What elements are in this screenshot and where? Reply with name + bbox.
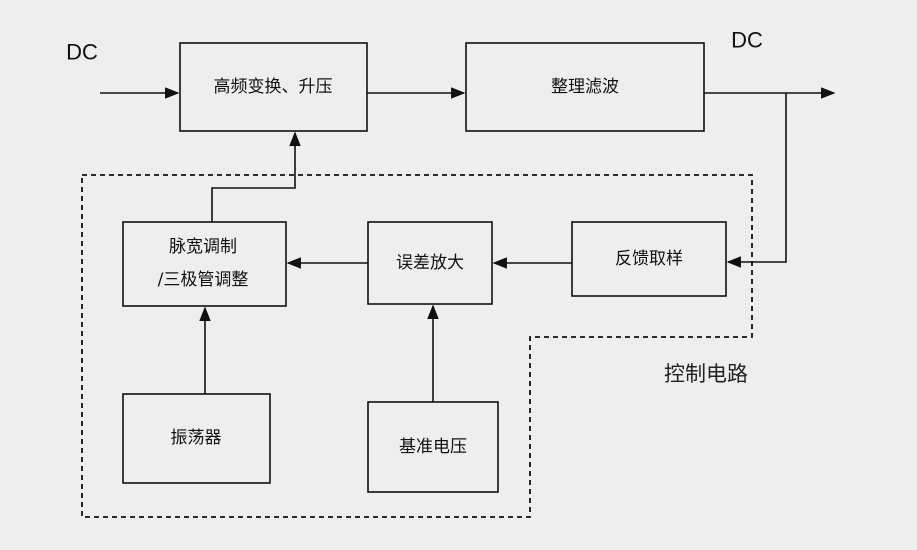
reference-label: 基准电压 [399, 437, 467, 457]
reference-block: 基准电压 [367, 401, 499, 493]
oscillator-label: 振荡器 [171, 428, 222, 448]
pwm-block: 脉宽调制 /三极管调整 [122, 221, 287, 307]
rectify-filter-label: 整理滤波 [551, 77, 619, 97]
feedback-block: 反馈取样 [571, 221, 727, 297]
control-circuit-label: 控制电路 [664, 362, 748, 386]
control-circuit-boundary [81, 174, 753, 518]
error-amp-label: 误差放大 [396, 253, 464, 273]
hf-convert-block: 高频变换、升压 [179, 42, 368, 132]
error-amp-block: 误差放大 [367, 221, 493, 305]
rectify-filter-block: 整理滤波 [465, 42, 705, 132]
dc-input-label: DC [66, 40, 98, 65]
pwm-label-line2: /三极管调整 [158, 270, 249, 290]
feedback-sense-arrow [726, 93, 787, 268]
dc-output-label: DC [731, 28, 763, 53]
pwm-to-hf-arrow [211, 131, 301, 222]
hf-convert-label: 高频变换、升压 [214, 77, 333, 97]
pwm-label-line1: 脉宽调制 [169, 237, 237, 257]
oscillator-block: 振荡器 [122, 393, 271, 484]
feedback-label: 反馈取样 [615, 249, 683, 269]
